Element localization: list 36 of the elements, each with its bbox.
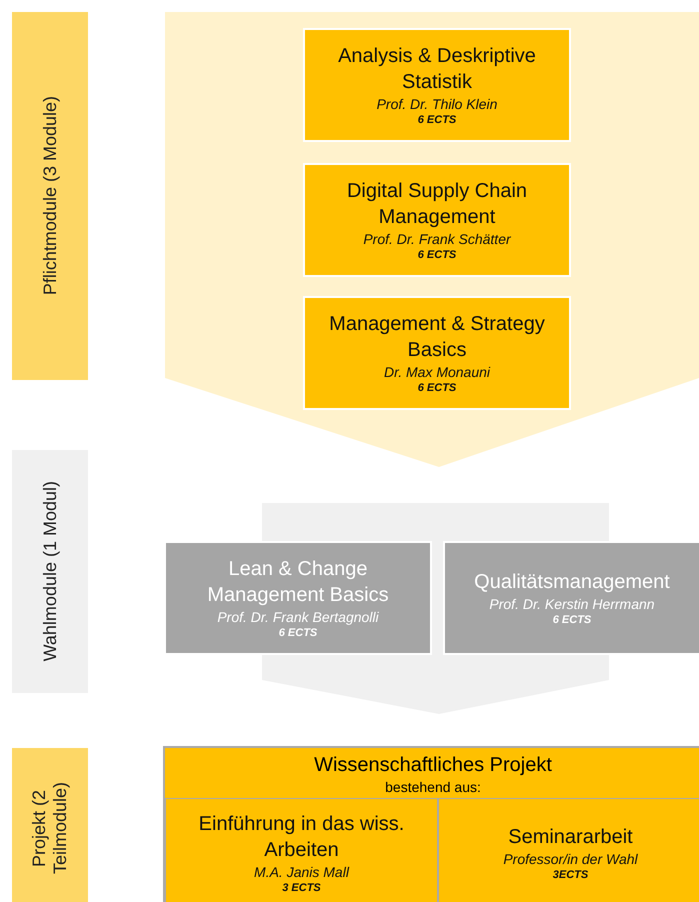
lecturer-name: M.A. Janis Mall	[254, 863, 349, 881]
module-box	[303, 296, 571, 410]
section-label: Wahlmodule (1 Modul)	[40, 481, 60, 662]
module-box	[164, 541, 432, 655]
ects-credits: 6 ECTS	[418, 248, 456, 262]
section-label: Projekt (2 Teilmodule)	[29, 780, 71, 876]
lecturer-name: Prof. Dr. Thilo Klein	[376, 95, 498, 113]
ects-credits: 6 ECTS	[418, 381, 456, 395]
ects-credits: 3ECTS	[552, 868, 588, 882]
lecturer-name: Prof. Dr. Kerstin Herrmann	[489, 595, 655, 613]
module-title: Seminararbeit	[508, 825, 633, 850]
module-title: Analysis & Deskriptive Statistik	[337, 44, 537, 95]
section-label: Pflichtmodule (3 Module)	[40, 96, 60, 296]
module-box	[443, 541, 699, 655]
ects-credits: 6 ECTS	[418, 113, 456, 127]
module-title: Digital Supply Chain Management	[346, 179, 528, 230]
project-subtitle: bestehend aus:	[385, 778, 481, 796]
project-box	[163, 746, 699, 902]
module-title: Management & Strategy Basics	[328, 312, 546, 363]
module-box	[303, 28, 571, 142]
section-band	[12, 12, 88, 380]
project-title: Wissenschaftliches Projekt	[314, 753, 552, 778]
module-title: Einführung in das wiss. Arbeiten	[198, 812, 406, 863]
ects-credits: 6 ECTS	[278, 626, 318, 640]
lecturer-name: Prof. Dr. Frank Bertagnolli	[217, 608, 379, 626]
module-box	[438, 798, 699, 902]
lecturer-name: Prof. Dr. Frank Schätter	[363, 230, 511, 248]
lecturer-name: Professor/in der Wahl	[503, 850, 638, 868]
module-title: Lean & Change Management Basics	[206, 557, 390, 608]
module-box	[165, 798, 438, 902]
ects-credits: 6 ECTS	[552, 613, 592, 627]
ects-credits: 3 ECTS	[282, 881, 321, 895]
lecturer-name: Dr. Max Monauni	[384, 363, 490, 381]
module-title: Qualitätsmanagement	[474, 570, 670, 595]
module-box	[303, 163, 571, 277]
section-band	[12, 748, 88, 902]
